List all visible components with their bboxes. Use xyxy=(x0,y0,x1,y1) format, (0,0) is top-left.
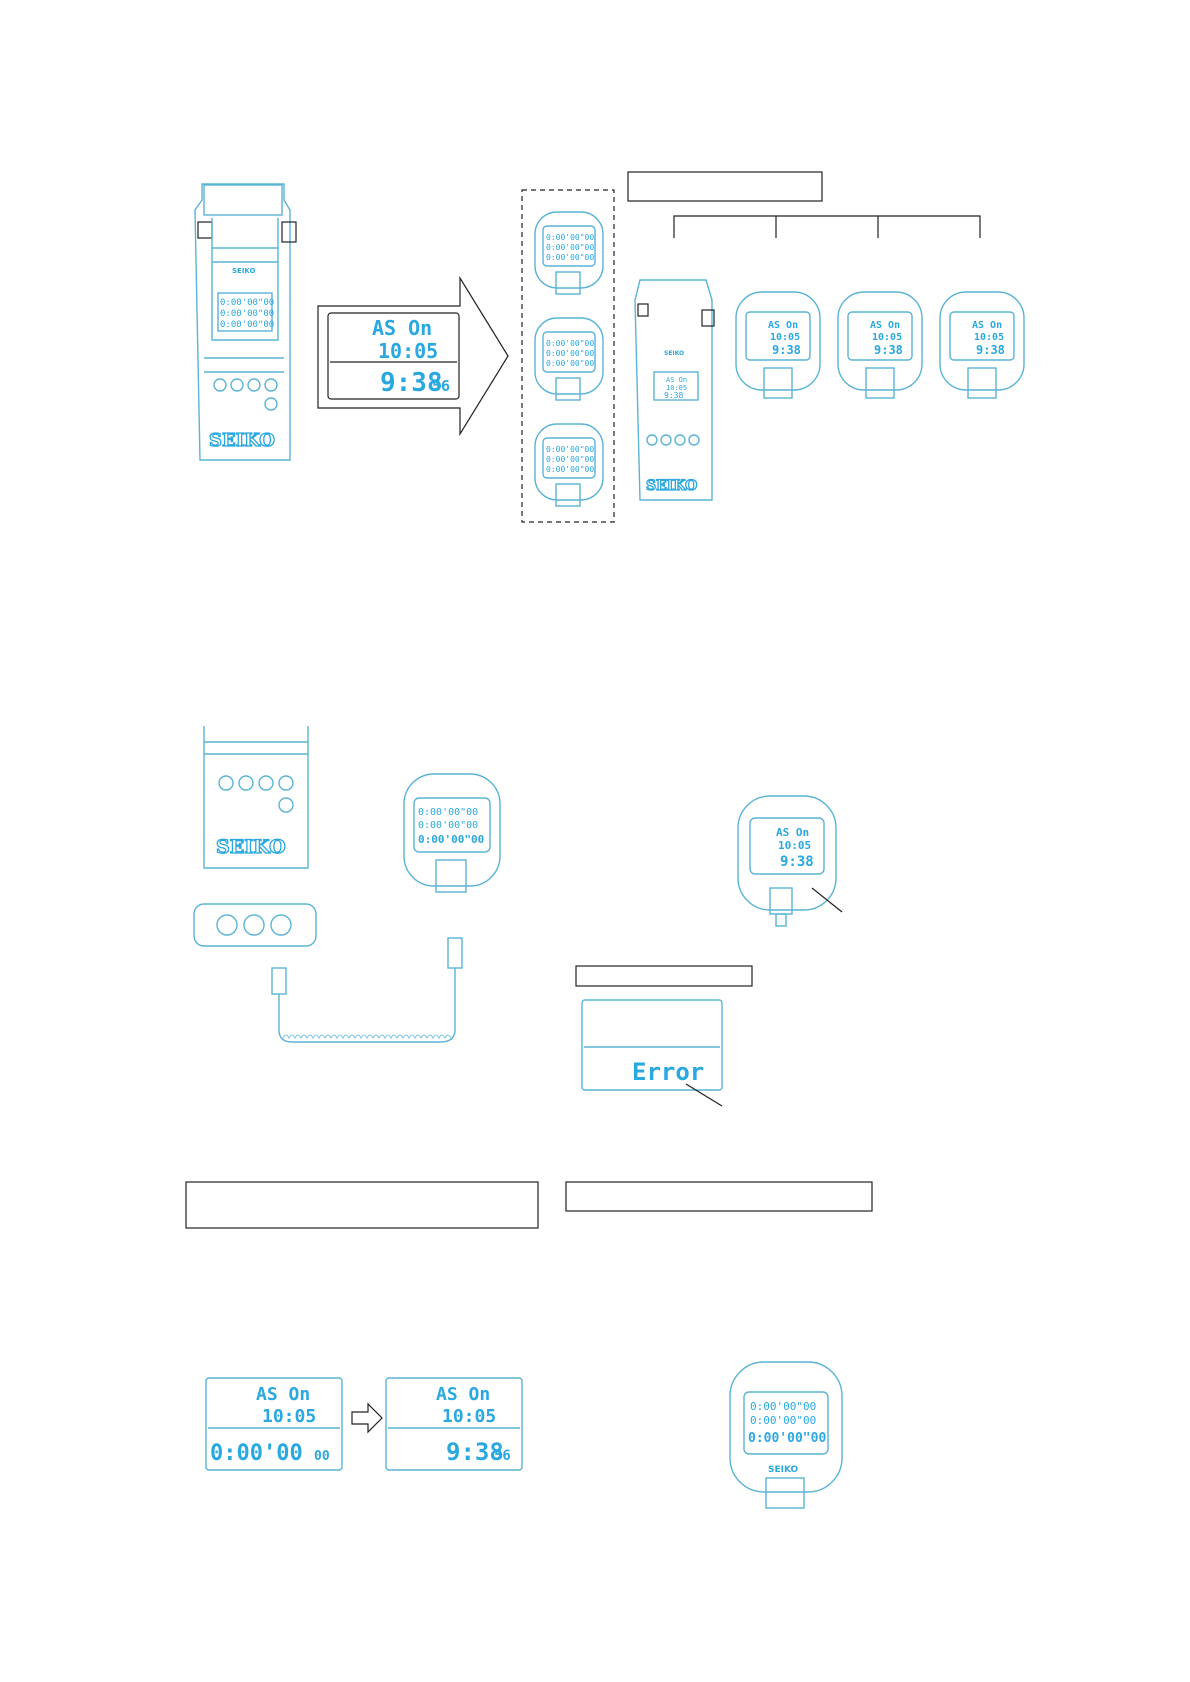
svg-text:9:38: 9:38 xyxy=(874,343,903,357)
lcd-error-text: Error xyxy=(632,1058,704,1086)
stopwatch-icon: 0:00'00"00 0:00'00"00 0:00'00"00 xyxy=(534,423,604,507)
printer-brand-small: SEIKO xyxy=(664,350,684,357)
svg-text:0:00'00"00: 0:00'00"00 xyxy=(418,807,478,818)
svg-text:10:05: 10:05 xyxy=(262,1406,316,1427)
svg-text:0:00'00"00: 0:00'00"00 xyxy=(748,1431,826,1446)
stopwatch-icon: 0:00'00"00 0:00'00"00 0:00'00"00 SEIKO xyxy=(729,1361,843,1509)
svg-text:AS On: AS On xyxy=(776,826,809,839)
svg-text:9:38: 9:38 xyxy=(446,1438,504,1466)
svg-text:0:00'00"00: 0:00'00"00 xyxy=(418,820,478,831)
label-box-error xyxy=(575,965,753,987)
svg-text:0:00'00"00: 0:00'00"00 xyxy=(546,349,594,358)
lcd-mode-line2: 10:05 xyxy=(378,339,438,363)
printer-brand: SEIKO xyxy=(216,836,286,858)
svg-text:0:00'00"00: 0:00'00"00 xyxy=(546,445,594,454)
svg-text:0:00'00"00: 0:00'00"00 xyxy=(220,309,274,319)
lcd-mode-time: 9:38 xyxy=(380,368,443,398)
stopwatch-group-box xyxy=(521,189,615,523)
stopwatch-brand: SEIKO xyxy=(768,1465,799,1475)
svg-text:AS On: AS On xyxy=(972,320,1002,331)
svg-text:0:00'00"00: 0:00'00"00 xyxy=(418,833,484,846)
svg-text:9:38: 9:38 xyxy=(780,854,814,870)
svg-text:0:00'00"00: 0:00'00"00 xyxy=(750,1414,816,1427)
lcd-zero-time: 0:00'00 xyxy=(210,1441,303,1466)
stopwatch-icon: 0:00'00"00 0:00'00"00 0:00'00"00 xyxy=(534,211,604,295)
svg-text:10:05: 10:05 xyxy=(770,332,800,343)
printer-brand: SEIKO xyxy=(209,430,275,451)
printer-icon: SEIKO AS On 10:05 9:38 SEIKO xyxy=(634,279,715,501)
svg-text:10:05: 10:05 xyxy=(974,332,1004,343)
svg-text:0:00'00"00: 0:00'00"00 xyxy=(546,359,594,368)
arrow-right-icon xyxy=(351,1402,383,1434)
svg-text:0:00'00"00: 0:00'00"00 xyxy=(546,339,594,348)
svg-text:0:00'00"00: 0:00'00"00 xyxy=(546,465,594,474)
stopwatch-icon: AS On 10:05 9:38 xyxy=(939,291,1025,399)
error-display: Error xyxy=(581,999,723,1107)
lcd-zero-frac: 00 xyxy=(314,1449,330,1464)
svg-text:0:00'00"00: 0:00'00"00 xyxy=(220,298,274,308)
lcd-mode-line1: AS On xyxy=(372,316,432,340)
label-box-bottom-left xyxy=(185,1181,539,1229)
svg-text:0:00'00"00: 0:00'00"00 xyxy=(546,233,594,242)
stopwatch-icon: 0:00'00"00 0:00'00"00 0:00'00"00 xyxy=(534,317,604,401)
label-box-bottom-right xyxy=(565,1181,873,1212)
lcd-mode-frac: 56 xyxy=(432,377,450,395)
label-box-top xyxy=(627,171,823,202)
stopwatch-icon: AS On 10:05 9:38 xyxy=(837,291,923,399)
svg-text:10:05: 10:05 xyxy=(778,839,811,852)
svg-text:10:05: 10:05 xyxy=(666,384,687,392)
svg-text:0:00'00"00: 0:00'00"00 xyxy=(750,1400,816,1413)
stopwatch-icon: AS On 10:05 9:38 xyxy=(737,795,843,927)
connector-icon xyxy=(193,903,317,947)
arrow-right-icon: AS On 10:05 9:38 56 xyxy=(317,275,509,437)
printer-icon: SEIKO xyxy=(203,726,309,869)
svg-text:0:00'00"00: 0:00'00"00 xyxy=(220,320,274,330)
svg-text:0:00'00"00: 0:00'00"00 xyxy=(546,455,594,464)
svg-text:0:00'00"00: 0:00'00"00 xyxy=(546,243,594,252)
svg-text:AS On: AS On xyxy=(436,1384,490,1405)
svg-text:9:38: 9:38 xyxy=(976,343,1005,357)
svg-text:9:38: 9:38 xyxy=(772,343,801,357)
stopwatch-icon: AS On 10:05 9:38 xyxy=(735,291,821,399)
svg-text:56: 56 xyxy=(494,1448,511,1464)
stopwatch-icon: 0:00'00"00 0:00'00"00 0:00'00"00 xyxy=(403,773,501,893)
lcd-zero-display: AS On 10:05 0:00'00 00 xyxy=(205,1377,343,1471)
svg-text:0:00'00"00: 0:00'00"00 xyxy=(546,253,594,262)
printer-brand-small: SEIKO xyxy=(232,267,256,275)
svg-text:10:05: 10:05 xyxy=(872,332,902,343)
svg-text:9:38: 9:38 xyxy=(664,391,683,400)
lcd-mode-display: AS On 10:05 9:38 56 xyxy=(385,1377,523,1471)
svg-text:10:05: 10:05 xyxy=(442,1406,496,1427)
svg-text:AS On: AS On xyxy=(768,320,798,331)
svg-text:AS On: AS On xyxy=(256,1384,310,1405)
printer-brand: SEIKO xyxy=(646,478,697,494)
printer-icon: SEIKO 0:00'00"00 0:00'00"00 0:00'00"00 S… xyxy=(194,183,297,461)
svg-text:AS On: AS On xyxy=(870,320,900,331)
cable-icon xyxy=(271,937,463,1043)
svg-text:AS On: AS On xyxy=(666,376,687,384)
